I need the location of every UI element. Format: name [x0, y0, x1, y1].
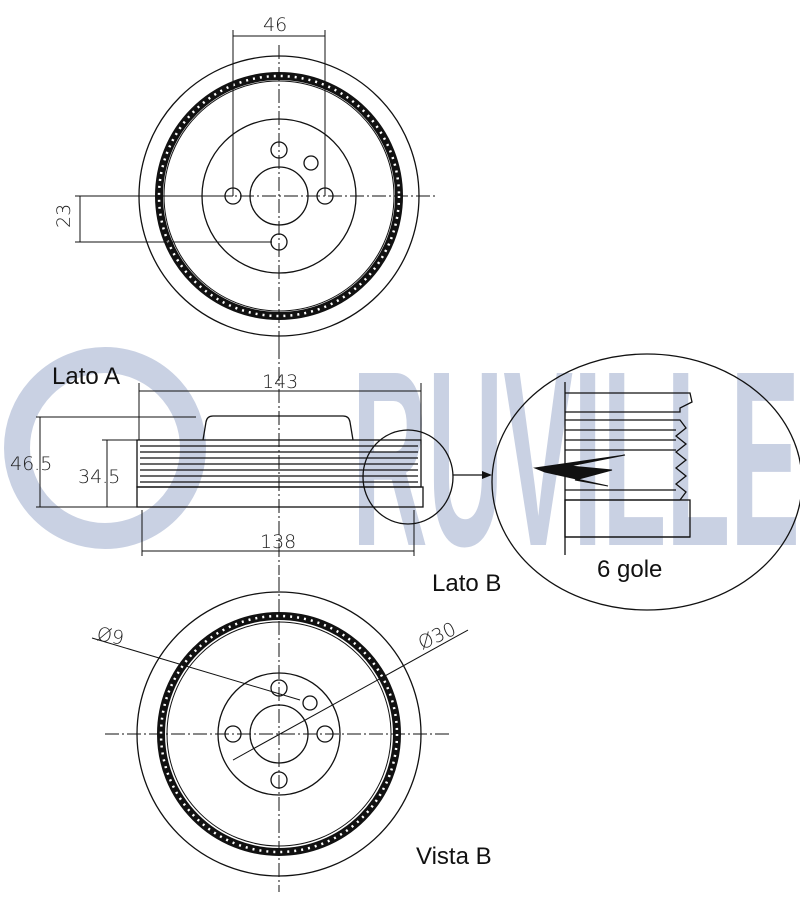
dim-base-width: 138 [260, 531, 296, 553]
groove-stack [136, 439, 422, 488]
bottom-view: Ø9 Ø30 Vista B [91, 577, 492, 892]
side-view: Lato A 143 46.5 34.5 138 [10, 345, 492, 575]
dim-bolt-offset: 23 [53, 204, 75, 228]
dim-bolt-spacing: 46 [263, 14, 287, 36]
dim-groove-height: 34.5 [78, 466, 120, 488]
label-grooves: 6 gole [597, 556, 662, 583]
top-view: 46 23 [53, 14, 435, 350]
label-lato-a: Lato A [52, 363, 120, 390]
dim-bore-diameter: Ø30 [415, 618, 460, 654]
ruville-watermark: RUVILLE [4, 319, 800, 598]
dim-outer-width: 143 [262, 371, 298, 393]
dim-total-height: 46.5 [10, 453, 52, 475]
label-lato-b: Lato B [432, 570, 501, 597]
groove-detail: 6 gole Lato B [432, 353, 800, 611]
label-vista-b: Vista B [416, 843, 492, 870]
watermark-brand: RUVILLE [352, 319, 800, 598]
dim-hole-diameter: Ø9 [95, 623, 125, 649]
watermark-logo-icon [4, 347, 206, 549]
